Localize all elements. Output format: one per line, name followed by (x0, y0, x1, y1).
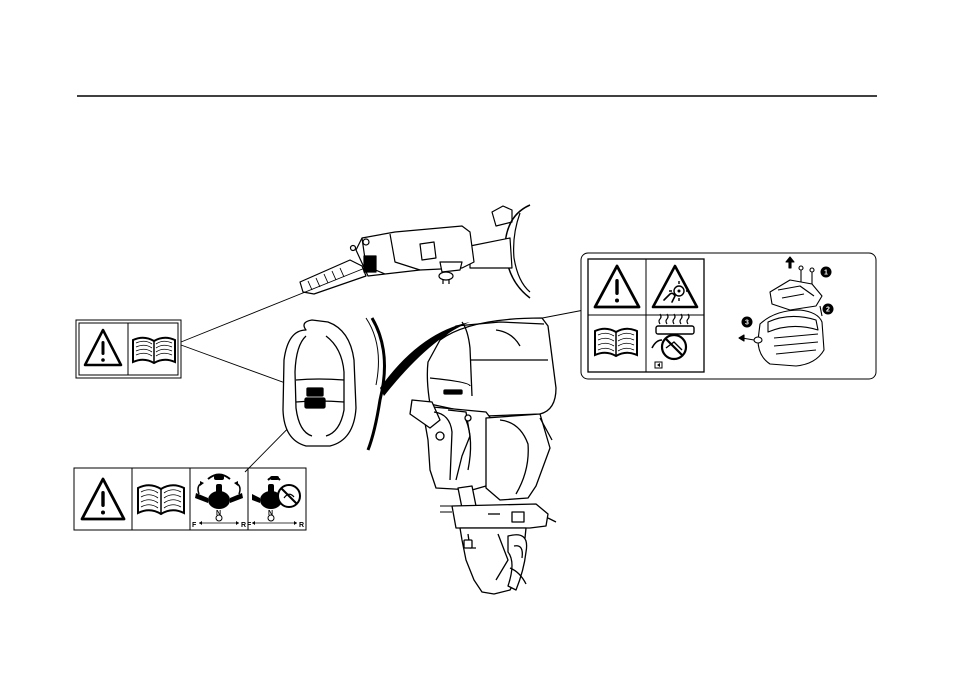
shift-scale-f-2: F (247, 522, 252, 529)
shift-scale-n-2: N (268, 510, 273, 517)
svg-text:3: 3 (745, 320, 749, 327)
shift-scale-r: R (241, 522, 246, 529)
label-warning-manual (76, 320, 181, 378)
callout-1: 1 (821, 267, 832, 278)
shift-scale-f: F (192, 522, 197, 529)
engine-cover-rear-illustration (283, 318, 385, 450)
svg-text:2: 2 (826, 307, 830, 314)
tiller-handle-illustration (300, 205, 530, 298)
shift-scale-n: N (216, 510, 221, 517)
label-shift-warning: F N R F N R (74, 468, 306, 530)
outboard-motor-illustration (410, 318, 556, 594)
svg-text:1: 1 (824, 270, 828, 277)
callout-3: 3 (742, 317, 753, 328)
label-engine-service: 1 2 3 (581, 253, 876, 379)
callout-2: 2 (823, 304, 834, 315)
shift-scale-r-2: R (299, 522, 304, 529)
